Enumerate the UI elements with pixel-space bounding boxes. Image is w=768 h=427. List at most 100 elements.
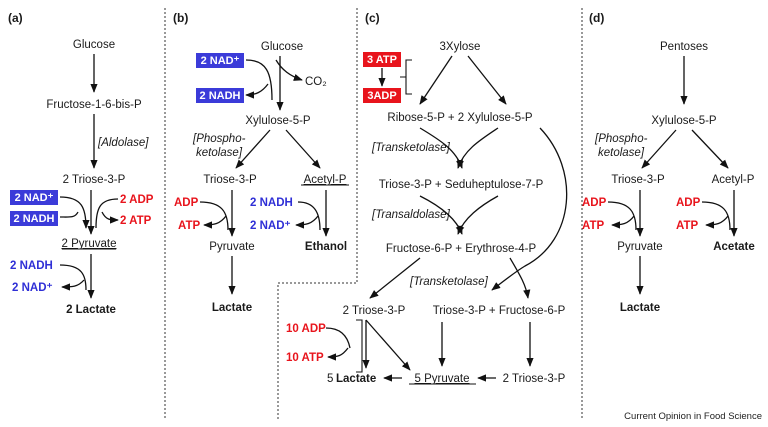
panel-b: (b) Glucose 2 NAD⁺ 2 NADH CO₂ Xylulose-5… [173, 11, 349, 314]
d-atp2-curve [705, 215, 729, 229]
d-arrow-2 [641, 129, 677, 169]
a-adp-curve [95, 198, 119, 229]
c-ta-curve-2 [457, 195, 499, 235]
c-atp: 3 ATP [367, 54, 397, 66]
c-adp-box [363, 88, 401, 103]
b-acetyl: Acetyl-P [304, 174, 347, 186]
d-arrow-3 [691, 129, 729, 169]
b-adp: ADP [174, 197, 199, 209]
a-lactate: 2 Lactate [66, 304, 116, 316]
panel-c: (c) 3Xylose 3 ATP 3ADP Ribose-5-P + 2 Xy… [286, 11, 568, 385]
a-triose: 2 Triose-3-P [63, 174, 126, 186]
d-pentoses: Pentoses [660, 41, 708, 53]
panel-a-label: (a) [8, 11, 23, 25]
a-atp: 2 ATP [120, 215, 152, 227]
a-atp-curve [101, 211, 119, 224]
c-adp10: 10 ADP [286, 323, 326, 335]
panel-separators [164, 8, 583, 420]
credit-line: Current Opinion in Food Science [624, 411, 762, 422]
a-nad: 2 NAD⁺ [15, 192, 54, 204]
b-glucose: Glucose [261, 41, 303, 53]
d-triose: Triose-3-P [611, 174, 665, 186]
c-arrow-3 [369, 257, 421, 299]
c-atp10-curve [327, 347, 349, 361]
c-fructose-ery: Fructose-6-P + Erythrose-4-P [386, 243, 537, 255]
b-nad2: 2 NAD⁺ [250, 220, 291, 232]
c-triose-sedo: Triose-3-P + Seduheptulose-7-P [379, 179, 544, 191]
b-arrow-3 [285, 129, 321, 169]
b-atp: ATP [178, 220, 200, 232]
c-ribose: Ribose-5-P + 2 Xylulose-5-P [387, 112, 533, 124]
a-nadh-curve [59, 211, 79, 218]
b-co2-arrow [275, 59, 303, 81]
b-nadh2-curve [297, 201, 321, 231]
b-atp-curve [203, 215, 227, 229]
b-co2: CO₂ [305, 76, 327, 88]
c-atp10: 10 ATP [286, 352, 324, 364]
a-fructose-bisp: Fructose-1-6-bis-P [46, 99, 142, 111]
c-lactate: Lactate [336, 373, 376, 385]
c-lactate-count: 5 [327, 373, 333, 385]
d-adp-curve [607, 201, 637, 231]
a-nadh-box [10, 211, 58, 226]
d-enzyme-1: [Phospho- [594, 133, 648, 145]
d-acetate: Acetate [713, 241, 755, 253]
d-atp: ATP [582, 220, 604, 232]
panel-c-label: (c) [365, 11, 380, 25]
a-glucose: Glucose [73, 39, 115, 51]
b-adp-curve [199, 201, 229, 231]
b-nad-curve [245, 59, 273, 101]
a-nadh2: 2 NADH [10, 260, 53, 272]
c-triose-3: 2 Triose-3-P [503, 373, 566, 385]
b-xylulose: Xylulose-5-P [245, 115, 311, 127]
d-adp-2: ADP [676, 197, 701, 209]
d-enzyme-2: ketolase] [598, 147, 645, 159]
b-nad2-curve [295, 215, 319, 229]
b-nadh2: 2 NADH [250, 197, 293, 209]
c-adp10-curve [325, 327, 351, 349]
panel-d-label: (d) [589, 11, 604, 25]
c-triose-fru: Triose-3-P + Fructose-6-P [433, 305, 566, 317]
a-aldolase: [Aldolase] [97, 137, 149, 149]
d-adp2-curve [701, 201, 731, 231]
a-nad-box [10, 190, 58, 205]
a-nad2: 2 NAD⁺ [12, 282, 53, 294]
c-pyruvate: 5 Pyruvate [415, 373, 470, 385]
b-enzyme-2: ketolase] [196, 147, 243, 159]
c-arrow-5 [365, 319, 411, 371]
d-atp-curve [611, 215, 635, 229]
a-nadh2-curve [59, 264, 87, 291]
a-nad-curve [59, 196, 90, 229]
c-pyruvate-bracket [356, 319, 363, 373]
d-acetyl: Acetyl-P [712, 174, 755, 186]
b-ethanol: Ethanol [305, 241, 347, 253]
a-adp: 2 ADP [120, 194, 154, 206]
c-transketolase-2: [Transketolase] [409, 276, 489, 288]
c-long-curve [491, 127, 568, 291]
c-xylose: 3Xylose [440, 41, 481, 53]
b-nadh-curve [245, 83, 269, 99]
d-xylulose: Xylulose-5-P [651, 115, 717, 127]
c-atp-box [363, 52, 401, 67]
c-arrow-1 [419, 55, 453, 105]
b-nad: 2 NAD⁺ [201, 55, 240, 67]
panel-a: (a) Glucose Fructose-1-6-bis-P [Aldolase… [8, 11, 154, 316]
b-arrow-2 [235, 129, 271, 169]
a-nad2-curve [61, 279, 85, 291]
panel-b-label: (b) [173, 11, 188, 25]
b-nadh-box [196, 88, 244, 103]
b-nad-box [196, 53, 244, 68]
b-triose: Triose-3-P [203, 174, 257, 186]
c-tk-curve-2 [457, 127, 499, 169]
d-lactate: Lactate [620, 302, 660, 314]
d-adp: ADP [582, 197, 607, 209]
c-adp: 3ADP [367, 90, 396, 102]
c-triose-2: 2 Triose-3-P [343, 305, 406, 317]
b-lactate: Lactate [212, 302, 252, 314]
c-arrow-2 [467, 55, 507, 105]
d-pyruvate: Pyruvate [617, 241, 662, 253]
c-tk2-curve [509, 257, 531, 299]
c-transaldolase: [Transaldolase] [371, 209, 451, 221]
b-pyruvate: Pyruvate [209, 241, 254, 253]
a-pyruvate: 2 Pyruvate [62, 238, 117, 250]
